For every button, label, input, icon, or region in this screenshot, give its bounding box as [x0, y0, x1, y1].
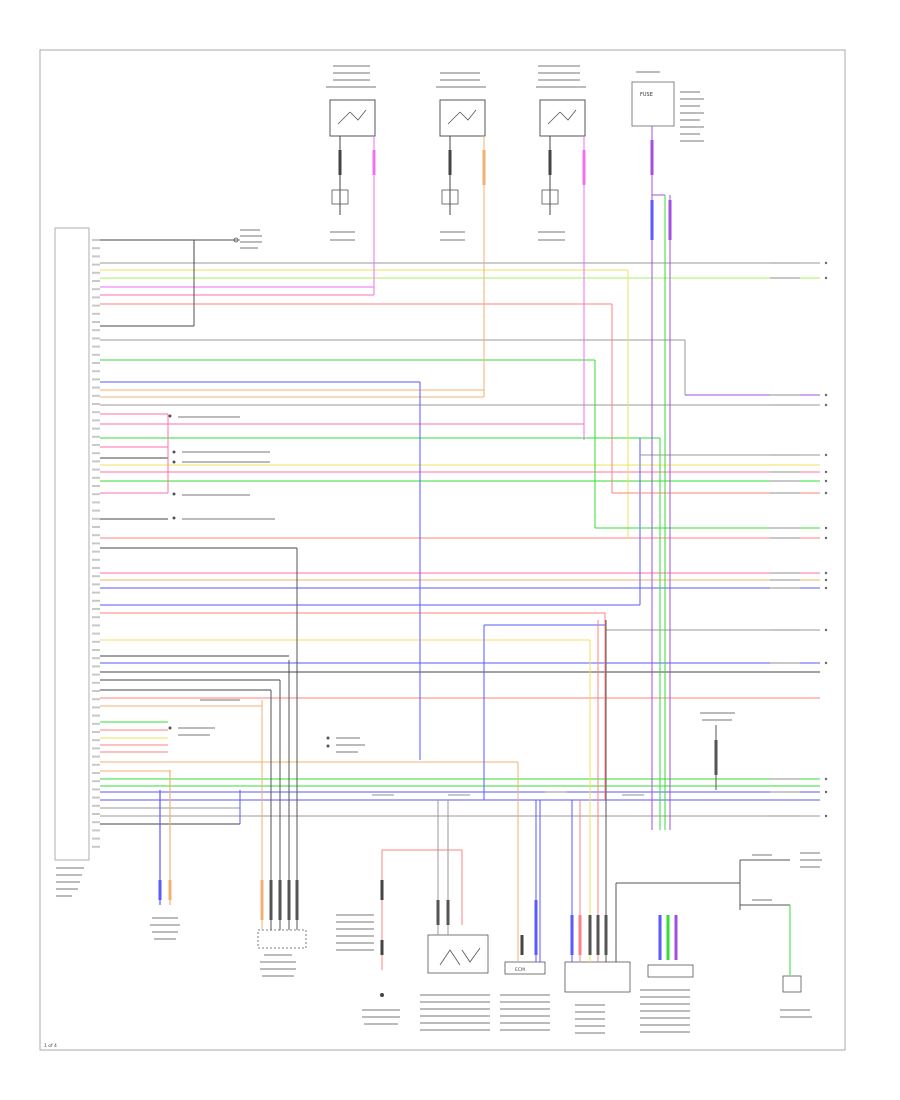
ecm-module: [54, 227, 90, 861]
mid-annotations: [168, 414, 365, 753]
connector-pin: [824, 470, 828, 474]
bottom-ecm-box: ECM: [500, 762, 550, 1031]
connector-pin: [824, 453, 828, 457]
fuse-block: FUSE: [631, 71, 704, 830]
ecm-box-label: ECM: [515, 967, 525, 973]
bottom-sensor-knock: [336, 849, 463, 1025]
connector-pin: [824, 777, 828, 781]
bottom-sensor-right: [615, 882, 740, 1033]
ecm-pin-labels: [92, 239, 100, 848]
sensor-top-1: [326, 65, 376, 295]
connector-pin: [824, 661, 828, 665]
diagram-frame: [39, 49, 846, 1051]
connector-pin: [824, 276, 828, 280]
ecm-relay-top: [193, 229, 262, 326]
wire-harness: [100, 239, 820, 830]
connector-pin: [824, 571, 828, 575]
ecm-caption: [56, 867, 84, 897]
connector-pin: [824, 586, 828, 590]
bottom-sensor-cam: [420, 800, 490, 1031]
sensor-top-2: [436, 72, 486, 397]
bottom-sensor-vss: [257, 548, 307, 977]
connector-pin: [824, 403, 828, 407]
connector-pin: [824, 526, 828, 530]
sensor-top-3: [536, 65, 586, 440]
fuse-label: FUSE: [640, 92, 653, 98]
bottom-sensor-left: [150, 770, 180, 940]
connector-pin: [824, 479, 828, 483]
connector-pin: [824, 393, 828, 397]
connector-pin: [824, 578, 828, 582]
connector-pin: [824, 491, 828, 495]
right-sensor-hanging: [700, 712, 735, 790]
bottom-sensor-map: [564, 620, 631, 1034]
connector-pin: [824, 536, 828, 540]
connector-pin: [824, 628, 828, 632]
connector-pin: [824, 261, 828, 265]
page-number: 1 of 4: [44, 1043, 57, 1049]
connector-pin: [824, 814, 828, 818]
right-connector-marks: [372, 261, 828, 818]
connector-pin: [824, 790, 828, 794]
right-ground-branch: [739, 852, 822, 1018]
